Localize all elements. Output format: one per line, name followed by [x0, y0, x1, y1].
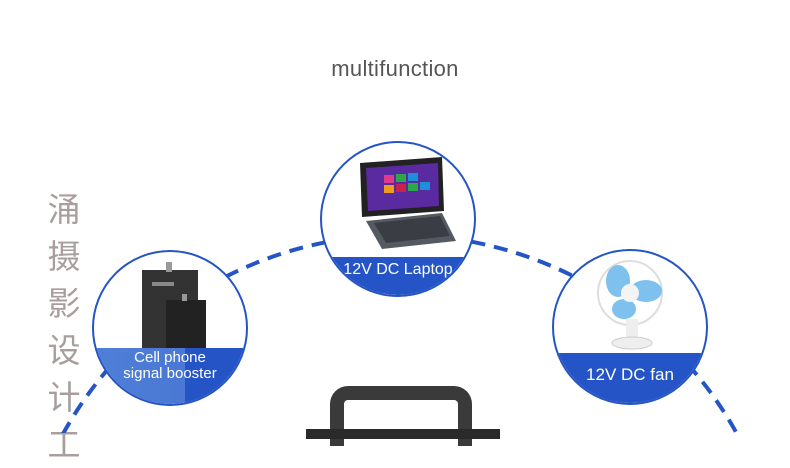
- watermark-char: 设: [47, 331, 81, 370]
- device-label: 12V DC fan: [586, 365, 674, 384]
- watermark-char: 涌: [47, 190, 81, 229]
- device-fan: 12V DC fan: [552, 249, 708, 405]
- device-label: 12V DC Laptop: [343, 261, 453, 278]
- signal-booster-icon: [142, 262, 206, 350]
- watermark-char: 影: [47, 284, 81, 323]
- watermark-text: 涌 摄 影 设 计 工: [44, 186, 84, 468]
- device-label-line-1: Cell phone: [134, 349, 206, 366]
- device-booster: Cell phone signal booster: [92, 250, 248, 406]
- tablet-laptop-icon: [360, 157, 456, 249]
- section-title: multifunction: [331, 56, 459, 81]
- power-station-body: [306, 429, 500, 439]
- desk-fan-icon: [597, 260, 663, 350]
- device-label-line-2: signal booster: [123, 365, 217, 382]
- watermark-char: 摄: [47, 237, 81, 276]
- device-laptop: 12V DC Laptop: [320, 141, 476, 297]
